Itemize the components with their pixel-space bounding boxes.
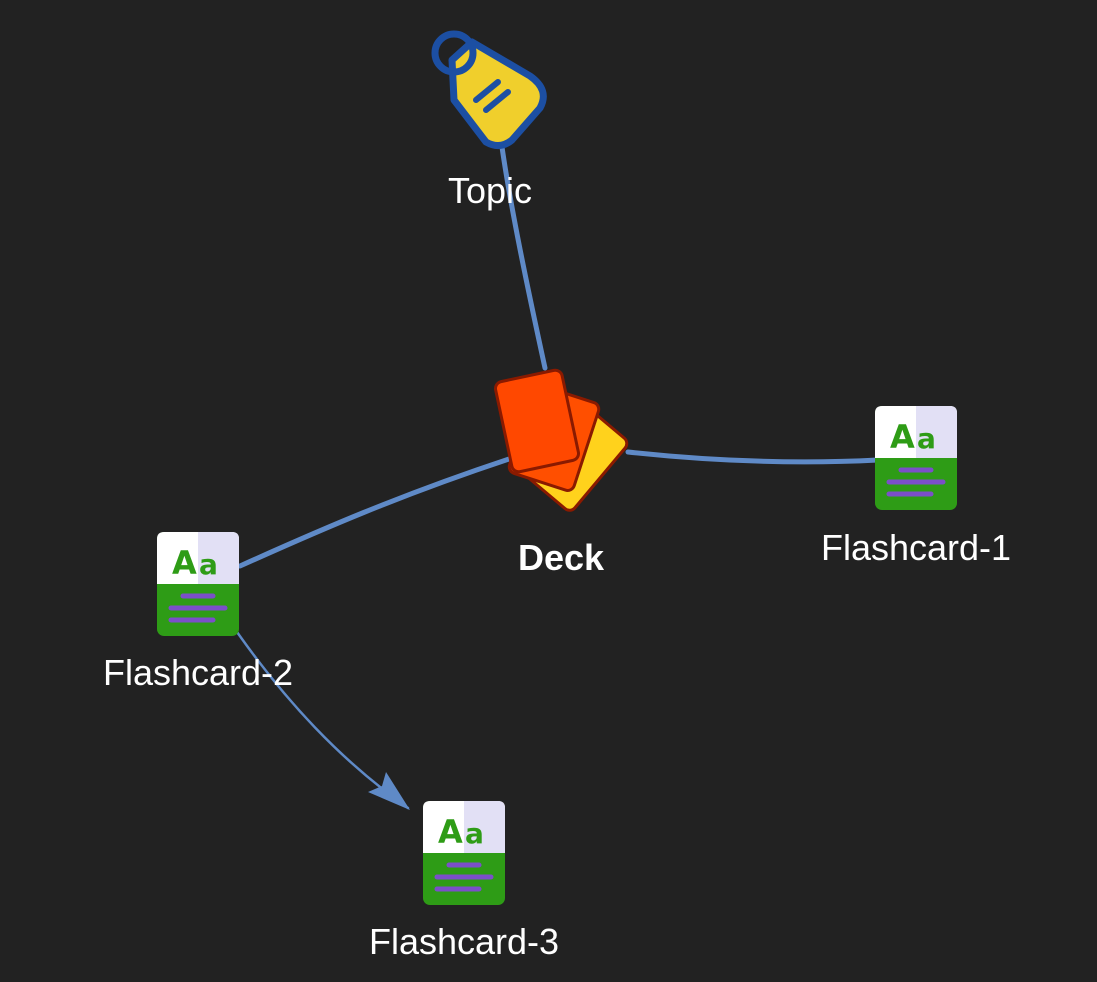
node-deck[interactable]: Deck: [493, 368, 629, 578]
edge-deck-flashcard2[interactable]: [237, 455, 515, 569]
node-topic-label: Topic: [448, 170, 532, 211]
svg-text:a: a: [199, 548, 218, 581]
node-flashcard-2-label: Flashcard-2: [103, 652, 293, 693]
node-deck-label: Deck: [518, 537, 605, 578]
edges: [235, 137, 881, 810]
node-topic[interactable]: Topic: [431, 30, 547, 211]
node-flashcard-1[interactable]: A a Flashcard-1: [821, 406, 1011, 568]
node-flashcard-3-label: Flashcard-3: [369, 921, 559, 962]
node-flashcard-3[interactable]: A a Flashcard-3: [369, 801, 559, 962]
cards-deck-icon: [493, 368, 629, 512]
flashcard-icon: A a: [157, 532, 239, 636]
edge-deck-flashcard1[interactable]: [625, 449, 881, 465]
node-flashcard-2[interactable]: A a Flashcard-2: [103, 532, 293, 693]
svg-text:A: A: [438, 813, 463, 851]
arrowhead-flashcard3: [368, 772, 410, 810]
flashcard-icon: A a: [423, 801, 505, 905]
node-flashcard-1-label: Flashcard-1: [821, 527, 1011, 568]
svg-text:a: a: [465, 817, 484, 850]
svg-text:A: A: [172, 544, 197, 582]
edge-topic-deck[interactable]: [498, 137, 548, 371]
tag-icon: [431, 30, 547, 149]
flashcard-icon: A a: [875, 406, 957, 510]
svg-text:a: a: [917, 422, 936, 455]
svg-text:A: A: [890, 418, 915, 456]
